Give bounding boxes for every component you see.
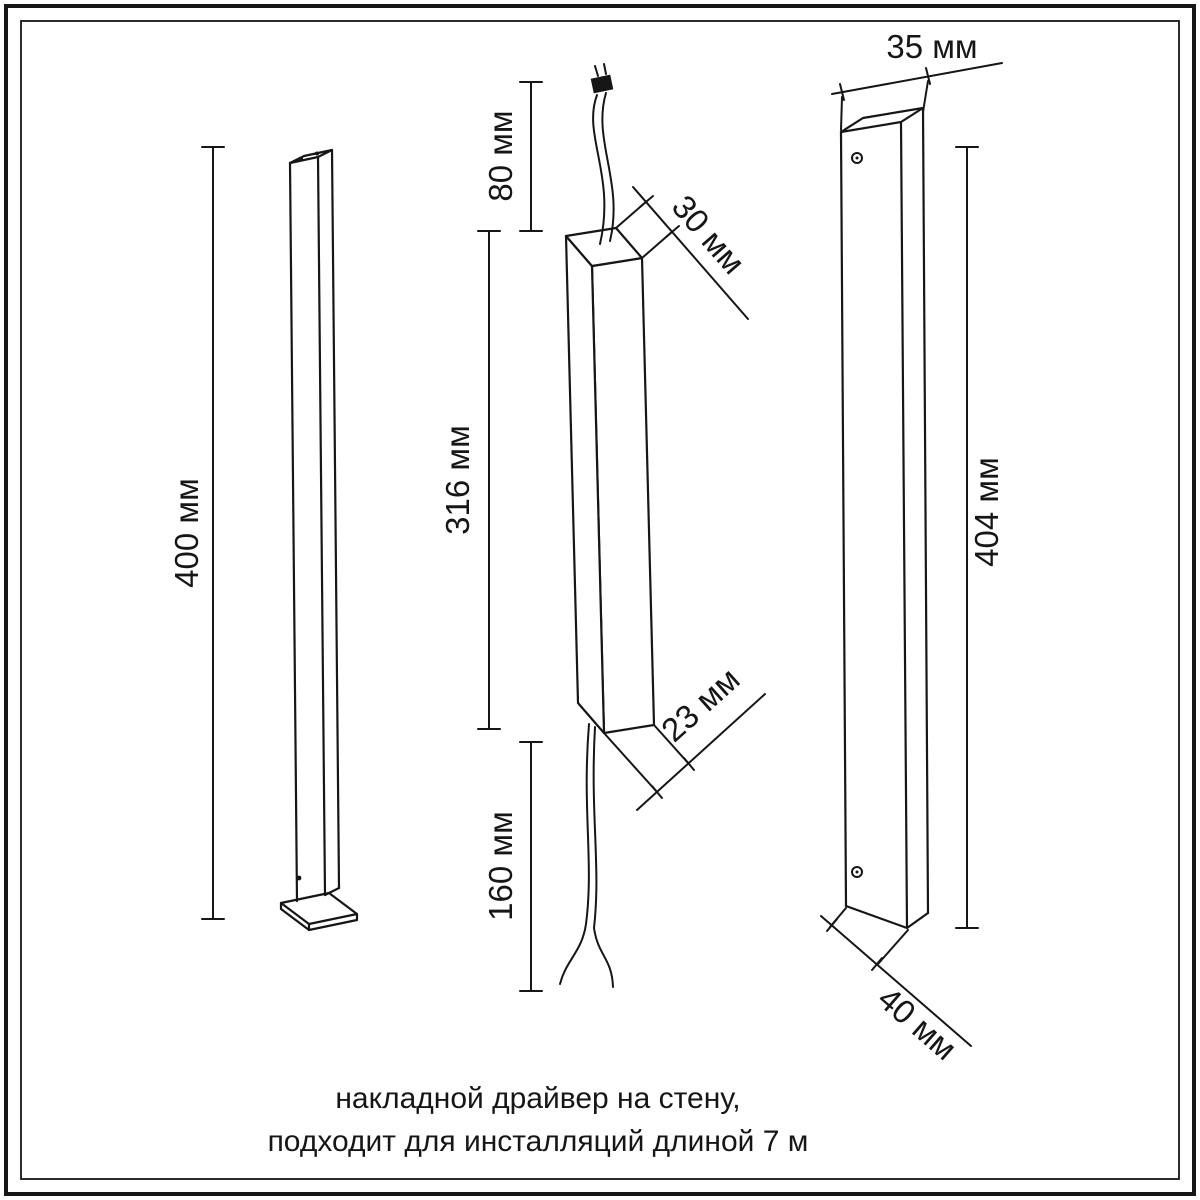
connector-pin xyxy=(594,65,599,77)
dim-35-lines xyxy=(831,62,1003,131)
profile-top-face xyxy=(839,106,925,134)
bar-top-face xyxy=(288,148,334,165)
wire-top xyxy=(601,92,615,242)
caption-line-1: накладной драйвер на стену, xyxy=(335,1082,740,1115)
dim-23-lines xyxy=(603,693,766,811)
screw-center xyxy=(855,870,859,874)
screw-icon xyxy=(851,152,863,164)
connector-pin xyxy=(603,63,607,75)
connector-icon xyxy=(590,74,614,94)
dim-30-lines xyxy=(615,186,749,320)
screw-icon xyxy=(851,866,863,878)
dim-400-lines xyxy=(201,146,225,920)
dimension-tick xyxy=(925,67,931,85)
dimension-tick xyxy=(651,785,663,799)
dim-404-lines xyxy=(955,146,979,929)
profile-front-right-edge xyxy=(899,120,909,930)
dimension-line xyxy=(820,915,972,1047)
extension-line xyxy=(877,929,909,965)
dim-30-label: 30 мм xyxy=(665,188,753,281)
wire-bottom xyxy=(592,726,614,988)
page-frame xyxy=(4,4,1196,1196)
bar-back-edge xyxy=(330,148,341,890)
profile-bottom-cut xyxy=(844,904,909,930)
dim-316-label: 316 мм xyxy=(439,425,476,535)
dim-160-label: 160 мм xyxy=(482,811,519,921)
wire-top xyxy=(592,94,606,245)
driver-drawing xyxy=(559,63,656,988)
extension-line xyxy=(603,732,658,793)
dim-23-label: 23 мм xyxy=(654,660,747,749)
profile-back-right-edge xyxy=(921,106,930,915)
outer-border xyxy=(4,4,1196,1196)
wire-bottom xyxy=(559,723,590,985)
dimension-tick xyxy=(839,83,845,101)
bar-base-plate xyxy=(279,891,359,926)
extension-line xyxy=(840,96,843,131)
profile-bottom-edge xyxy=(905,911,930,930)
bar-top-hole-icon xyxy=(299,157,303,161)
dim-35-label: 35 мм xyxy=(886,28,977,65)
linework xyxy=(201,62,1003,1047)
bar-base-plate-edge xyxy=(279,901,359,932)
dim-316-lines xyxy=(477,230,501,730)
bar-screw-hole-icon xyxy=(296,875,302,881)
bar-left-edge xyxy=(288,161,299,903)
dimension-tick xyxy=(871,957,883,971)
dim-400-label: 400 мм xyxy=(168,478,205,588)
dim-40-label: 40 мм xyxy=(871,979,964,1067)
bar-right-edge xyxy=(316,155,327,897)
dim-160-lines xyxy=(519,741,543,992)
dim-80-lines xyxy=(519,81,543,232)
profile-left-edge xyxy=(839,130,848,908)
bar-top-hole-icon xyxy=(315,151,319,156)
dimension-tick xyxy=(639,195,654,208)
inner-border xyxy=(20,20,1180,1180)
dimension-tick xyxy=(683,757,695,771)
dimension-line xyxy=(831,62,1003,95)
screw-center xyxy=(855,156,859,160)
dimension-line xyxy=(636,693,766,811)
left-bar-drawing xyxy=(279,148,359,932)
right-profile-drawing xyxy=(839,106,930,930)
dimension-tick xyxy=(826,918,838,932)
extension-line xyxy=(922,80,929,113)
caption-line-2: подходит для инсталляций длиной 7 м xyxy=(268,1125,809,1158)
dimension-line xyxy=(632,186,749,320)
dim-404-label: 404 мм xyxy=(968,457,1005,567)
dimension-tick xyxy=(665,225,680,238)
dim-80-label: 80 мм xyxy=(482,110,519,201)
dim-40-lines xyxy=(820,907,972,1047)
